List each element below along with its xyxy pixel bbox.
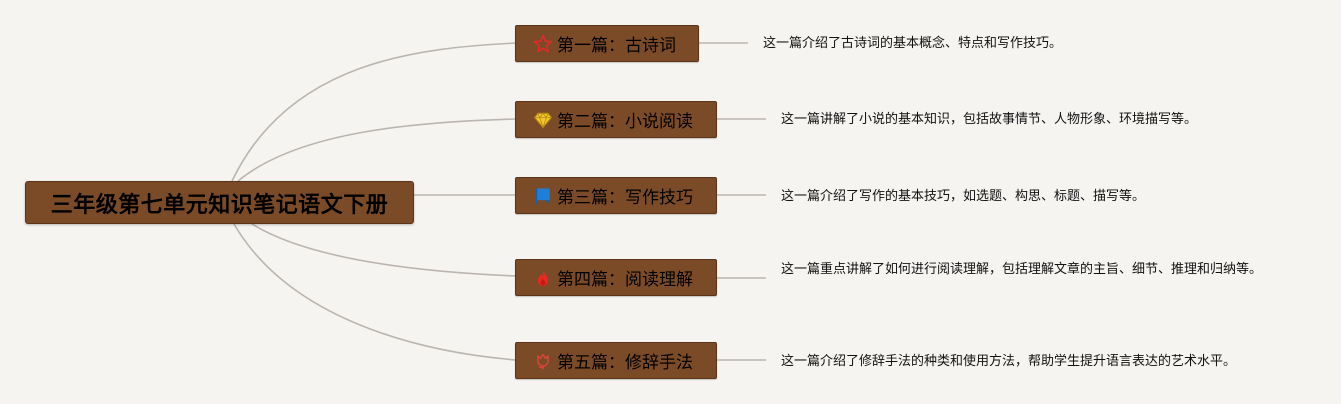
connector-branch-2 bbox=[237, 118, 517, 182]
branch-topic-4-description: 这一篇重点讲解了如何进行阅读理解，包括理解文章的主旨、细节、推理和归纳等。 bbox=[781, 262, 1263, 277]
fire-icon bbox=[532, 267, 554, 289]
root-topic-title: 三年级第七单元知识笔记语文下册 bbox=[50, 192, 389, 218]
branch-topic-5[interactable]: 第五篇：修辞手法 bbox=[515, 342, 717, 379]
root-topic[interactable]: 三年级第七单元知识笔记语文下册 bbox=[25, 181, 414, 224]
branch-topic-1-description: 这一篇介绍了古诗词的基本概念、特点和写作技巧。 bbox=[763, 36, 1063, 51]
branch-topic-2[interactable]: 第二篇：小说阅读 bbox=[515, 101, 717, 138]
branch-topic-3[interactable]: 第三篇：写作技巧 bbox=[515, 177, 717, 214]
branch-topic-3-label: 第三篇：写作技巧 bbox=[557, 188, 693, 208]
branch-topic-4[interactable]: 第四篇：阅读理解 bbox=[515, 259, 717, 296]
tulip-icon bbox=[532, 350, 554, 372]
connector-branch-4 bbox=[251, 223, 517, 277]
connector-branch-1 bbox=[231, 42, 517, 182]
branch-topic-1[interactable]: 第一篇：古诗词 bbox=[515, 25, 699, 62]
branch-topic-3-description: 这一篇介绍了写作的基本技巧，如选题、构思、标题、描写等。 bbox=[781, 189, 1146, 204]
diamond-icon bbox=[532, 109, 554, 131]
branch-topic-4-label: 第四篇：阅读理解 bbox=[557, 270, 693, 290]
branch-topic-5-label: 第五篇：修辞手法 bbox=[557, 353, 693, 373]
connector-branch-5 bbox=[233, 223, 517, 361]
branch-topic-2-label: 第二篇：小说阅读 bbox=[557, 112, 693, 132]
branch-topic-2-description: 这一篇讲解了小说的基本知识，包括故事情节、人物形象、环境描写等。 bbox=[781, 112, 1198, 127]
flag-icon bbox=[532, 185, 554, 207]
branch-topic-5-description: 这一篇介绍了修辞手法的种类和使用方法，帮助学生提升语言表达的艺术水平。 bbox=[781, 354, 1237, 369]
branch-topic-1-label: 第一篇：古诗词 bbox=[557, 36, 676, 56]
star-outline-icon bbox=[532, 33, 554, 55]
